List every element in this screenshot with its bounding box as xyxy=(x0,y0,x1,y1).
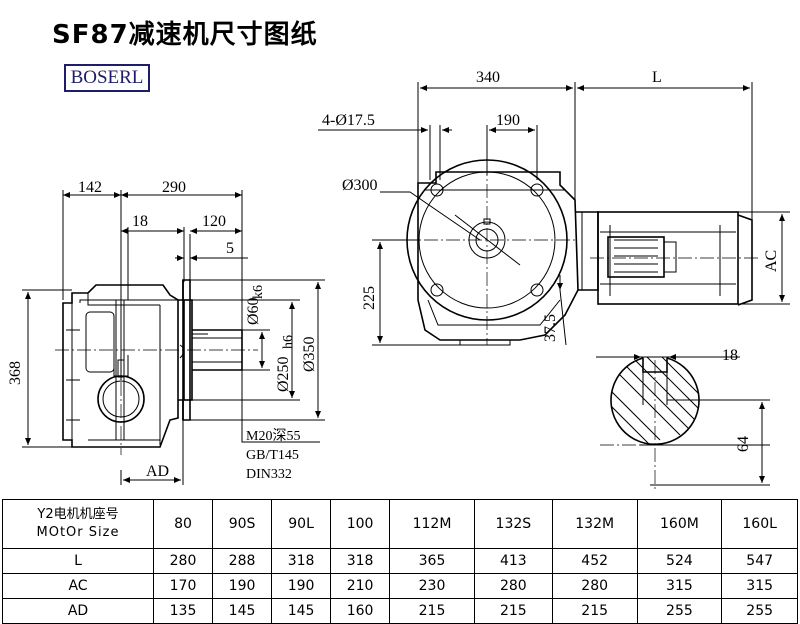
dim-37-5: 37.5 xyxy=(542,314,559,342)
note-thread: M20深55 xyxy=(246,428,300,444)
table-cell: 135 xyxy=(152,598,214,624)
pilot-dia-label: Ø250 xyxy=(275,356,292,392)
header-en: MOtOr Size xyxy=(36,525,120,540)
dim-holes: 4-Ø17.5 xyxy=(322,112,375,129)
side-view xyxy=(22,190,325,485)
dim-ad-label: AD xyxy=(146,463,169,480)
table-cell: 190 xyxy=(212,573,273,599)
table-cell: 145 xyxy=(271,598,332,624)
pilot-tol-label: h6 xyxy=(281,335,296,349)
table-cell: 230 xyxy=(389,573,475,599)
table-cell: 318 xyxy=(271,548,332,574)
table-header-row: Y2电机机座号 MOtOr Size 80 90S 90L 100 112M 1… xyxy=(2,499,798,549)
table-cell: 280 xyxy=(473,573,553,599)
table-cell: 210 xyxy=(330,573,391,599)
dim-shaft-dia: Ø60 k6 xyxy=(245,285,266,325)
table-cell: 315 xyxy=(721,573,798,599)
dim-5: 5 xyxy=(226,240,234,257)
table-cell: 280 xyxy=(152,548,214,574)
table-header-cell: 100 xyxy=(330,499,391,549)
table-header-label: Y2电机机座号 MOtOr Size xyxy=(2,499,154,549)
table-row: AD 135 145 145 160 215 215 215 255 255 xyxy=(2,598,798,624)
dim-190: 190 xyxy=(496,112,520,129)
dim-368: 368 xyxy=(7,361,24,385)
row-label: AC xyxy=(2,573,154,599)
table-cell: 255 xyxy=(636,598,723,624)
table-cell: 215 xyxy=(551,598,638,624)
table-cell: 365 xyxy=(389,548,475,574)
table-cell: 145 xyxy=(212,598,273,624)
table-row: AC 170 190 190 210 230 280 280 315 315 xyxy=(2,573,798,599)
table-cell: 413 xyxy=(473,548,553,574)
dim-18-side: 18 xyxy=(132,213,148,230)
key-section xyxy=(596,354,770,490)
dim-225: 225 xyxy=(361,286,378,310)
header-cn: Y2电机机座号 xyxy=(37,507,119,522)
table-row: L 280 288 318 318 365 413 452 524 547 xyxy=(2,548,798,574)
dim-key-18: 18 xyxy=(722,347,738,364)
dim-flange-dia: Ø350 xyxy=(301,336,318,372)
table-header-cell: 112M xyxy=(389,499,475,549)
table-cell: 288 xyxy=(212,548,273,574)
table-cell: 280 xyxy=(551,573,638,599)
dim-300: Ø300 xyxy=(342,177,378,194)
technical-drawing: 142 290 18 120 5 368 Ø60 k6 Ø250 h6 Ø350… xyxy=(7,69,790,490)
table-header-cell: 160M xyxy=(636,499,723,549)
table-header-cell: 132M xyxy=(551,499,638,549)
table-header-cell: 90S xyxy=(212,499,273,549)
table-header-cell: 132S xyxy=(473,499,553,549)
dim-key-64: 64 xyxy=(735,436,752,452)
dim-290: 290 xyxy=(162,179,186,196)
row-label: AD xyxy=(2,598,154,624)
table-header-cell: 80 xyxy=(152,499,214,549)
page-title: SF87减速机尺寸图纸 xyxy=(52,20,318,50)
table-cell: 318 xyxy=(330,548,391,574)
dim-120: 120 xyxy=(202,213,226,230)
dim-pilot-dia: Ø250 h6 xyxy=(275,335,296,392)
brand-logo: BOSERL xyxy=(64,64,150,92)
table-cell: 190 xyxy=(271,573,332,599)
dim-ac-label: AC xyxy=(763,250,780,272)
dim-142: 142 xyxy=(78,179,102,196)
note-std-gb: GB/T145 xyxy=(246,448,299,463)
table-cell: 547 xyxy=(721,548,798,574)
table-cell: 215 xyxy=(389,598,475,624)
row-label: L xyxy=(2,548,154,574)
dim-l: L xyxy=(652,69,662,86)
note-std-din: DIN332 xyxy=(246,467,292,482)
table-cell: 160 xyxy=(330,598,391,624)
shaft-tol-label: k6 xyxy=(251,285,266,299)
dim-340: 340 xyxy=(476,69,500,86)
table-header-cell: 160L xyxy=(721,499,798,549)
shaft-dia-label: Ø60 xyxy=(245,297,262,325)
table-cell: 255 xyxy=(721,598,798,624)
table-header-cell: 90L xyxy=(271,499,332,549)
table-cell: 170 xyxy=(152,573,214,599)
motor-size-table: Y2电机机座号 MOtOr Size 80 90S 90L 100 112M 1… xyxy=(2,499,798,624)
table-cell: 315 xyxy=(636,573,723,599)
table-cell: 524 xyxy=(636,548,723,574)
front-view xyxy=(318,82,790,346)
table-cell: 215 xyxy=(473,598,553,624)
table-cell: 452 xyxy=(551,548,638,574)
